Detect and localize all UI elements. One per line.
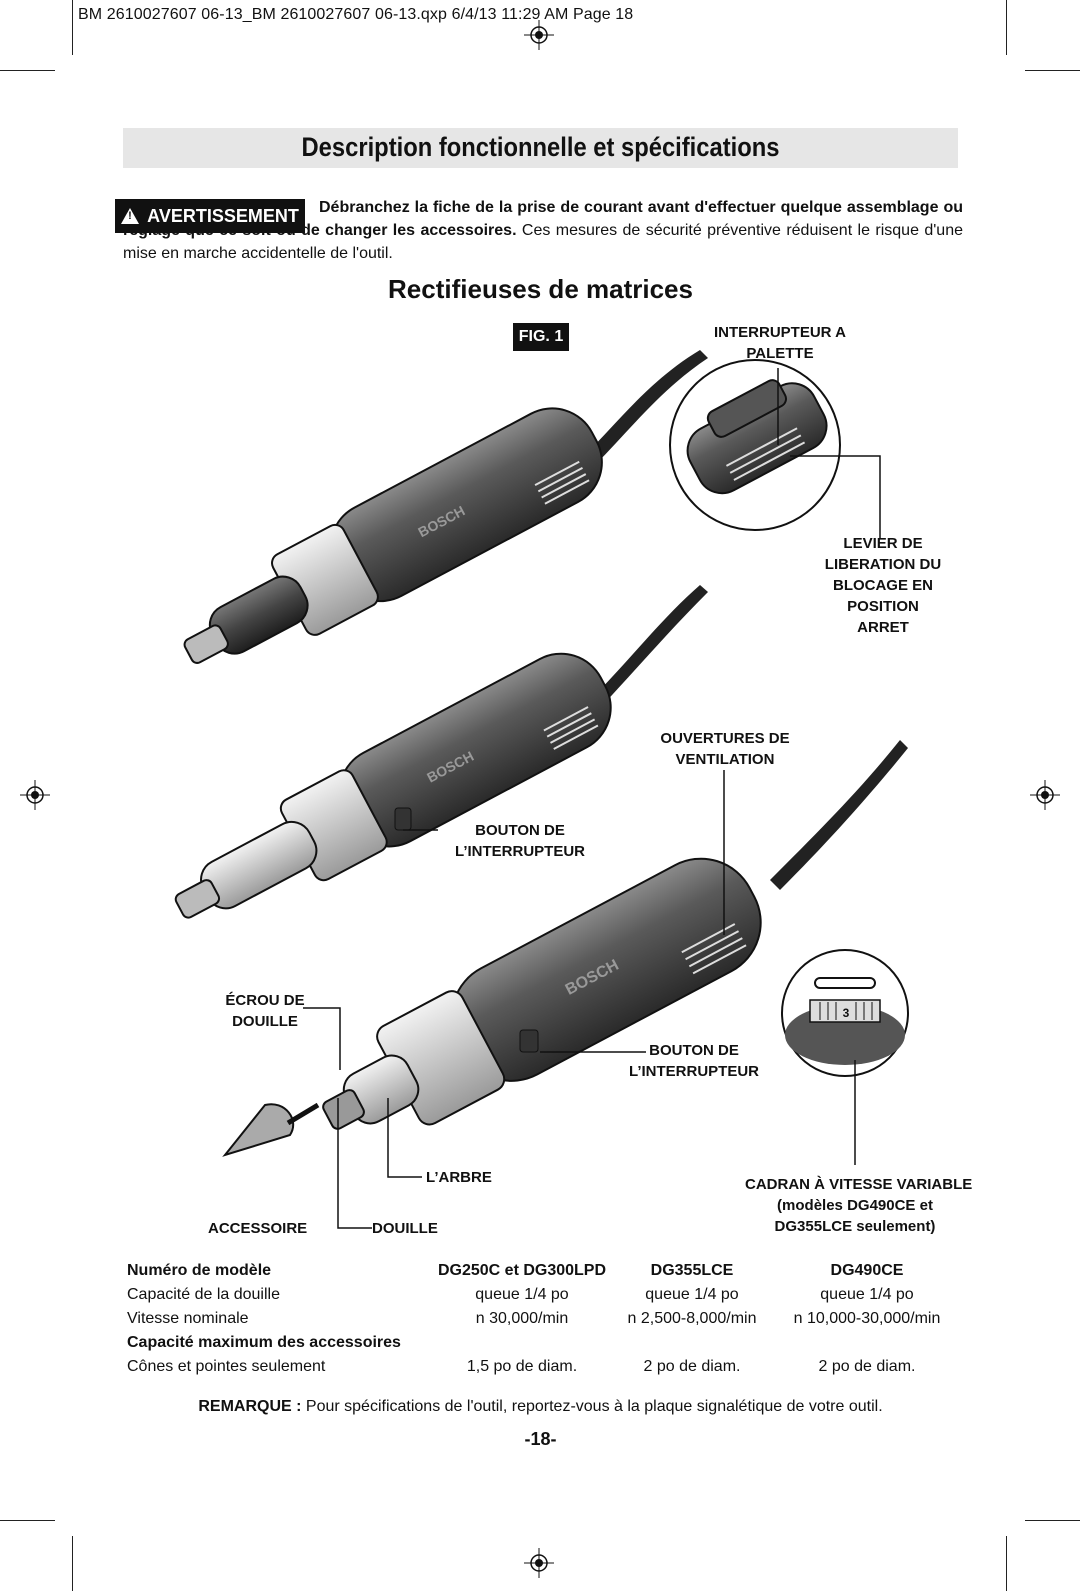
crop-mark xyxy=(0,1520,55,1521)
table-cell: 1,5 po de diam. xyxy=(466,1358,578,1375)
switch-button xyxy=(519,1029,539,1053)
table-cell: 2 po de diam. xyxy=(643,1358,741,1375)
table-row: Cônes et pointes seulement 1,5 po de dia… xyxy=(127,1358,962,1382)
label-line: DG355LCE seulement) xyxy=(774,1218,936,1235)
label-line: CADRAN À VITESSE VARIABLE xyxy=(745,1176,973,1193)
registration-mark-icon xyxy=(524,20,554,50)
table-cell: 2 po de diam. xyxy=(818,1358,916,1375)
crop-mark xyxy=(0,70,55,71)
crop-mark xyxy=(1006,0,1007,55)
registration-mark-icon xyxy=(20,780,50,810)
power-cord xyxy=(770,740,908,890)
page-title: Description fonctionnelle et spécificati… xyxy=(301,132,780,162)
label-paddle-switch: INTERRUPTEUR A PALETTE xyxy=(700,322,860,364)
warning-triangle-icon xyxy=(121,208,140,224)
registration-mark-icon xyxy=(524,1548,554,1578)
label-line: OUVERTURES DE xyxy=(660,730,790,747)
table-cell: queue 1/4 po xyxy=(475,1286,569,1303)
label-line: VENTILATION xyxy=(675,751,775,768)
table-cell: Capacité maximum des accessoires xyxy=(127,1334,401,1351)
section-subtitle: Rectifieuses de matrices xyxy=(388,274,693,304)
label-line: L’INTERRUPTEUR xyxy=(454,843,585,860)
warning-badge: AVERTISSEMENT xyxy=(115,199,305,233)
power-cord xyxy=(590,585,708,708)
label-line: (modèles DG490CE et xyxy=(777,1197,933,1214)
label-line: LIBERATION DU xyxy=(824,556,942,573)
label-line: BOUTON DE xyxy=(649,1042,739,1059)
callout-lines xyxy=(303,368,881,1229)
crop-mark xyxy=(72,0,73,55)
table-header-cell: DG490CE xyxy=(830,1262,904,1279)
figure-badge: FIG. 1 xyxy=(513,323,569,351)
table-row: Capacité de la douille queue 1/4 po queu… xyxy=(127,1286,962,1310)
title-band xyxy=(123,128,958,168)
table-cell: n 10,000-30,000/min xyxy=(793,1310,941,1327)
table-header-cell: DG355LCE xyxy=(650,1262,734,1279)
vent-slots xyxy=(543,706,599,750)
table-header-cell: DG250C et DG300LPD xyxy=(437,1262,607,1279)
label-line: LEVIER DE xyxy=(843,535,923,552)
label-line: INTERRUPTEUR A xyxy=(714,324,846,341)
label-switch-button-2: BOUTON DE L’INTERRUPTEUR xyxy=(614,1040,774,1082)
table-cell: Capacité de la douille xyxy=(127,1286,280,1303)
label-collet: DOUILLE xyxy=(372,1220,438,1237)
label-vents: OUVERTURES DE VENTILATION xyxy=(650,728,800,770)
table-row: Vitesse nominale n 30,000/min n 2,500-8,… xyxy=(127,1310,962,1334)
label-line: POSITION xyxy=(847,598,919,615)
label-switch-button-1: BOUTON DE L’INTERRUPTEUR xyxy=(440,820,600,862)
collet-nut xyxy=(322,1089,365,1130)
table-cell: n 2,500-8,000/min xyxy=(627,1310,757,1327)
vent-slots xyxy=(681,923,747,975)
crop-mark xyxy=(1006,1536,1007,1591)
table-cell: Cônes et pointes seulement xyxy=(127,1358,326,1375)
grinder-dg250c: BOSCH xyxy=(183,350,841,664)
label-accessory: ACCESSOIRE xyxy=(208,1220,308,1237)
warning-normal-text: Ces mesures de sécurité préventive rédui… xyxy=(123,222,964,262)
power-cord xyxy=(585,350,708,465)
grinder-dg300lpd: BOSCH xyxy=(174,585,708,919)
remark-note: REMARQUE : Pour spécifications de l'outi… xyxy=(123,1398,958,1416)
label-line: DOUILLE xyxy=(232,1013,298,1030)
label-line: ÉCROU DE xyxy=(225,992,305,1009)
label-line: PALETTE xyxy=(746,345,814,362)
print-slug: BM 2610027607 06-13_BM 2610027607 06-13.… xyxy=(78,6,634,23)
paddle-switch xyxy=(706,379,787,438)
page-number: -18- xyxy=(524,1429,557,1449)
label-lock-off-lever: LEVIER DE LIBERATION DU BLOCAGE EN POSIT… xyxy=(808,533,958,638)
remark-text: Pour spécifications de l'outil, reportez… xyxy=(301,1398,883,1415)
table-cell xyxy=(772,1334,962,1358)
table-header-cell: Numéro de modèle xyxy=(127,1262,272,1279)
table-cell xyxy=(432,1334,612,1358)
table-cell: Vitesse nominale xyxy=(127,1310,249,1327)
label-spindle: L’ARBRE xyxy=(426,1169,492,1186)
specifications-table: Numéro de modèle DG250C et DG300LPD DG35… xyxy=(127,1262,962,1382)
switch-button xyxy=(394,807,412,831)
label-line: BLOCAGE EN xyxy=(832,577,933,594)
grinder-dg490ce: BOSCH 3 xyxy=(322,740,909,1130)
table-cell: queue 1/4 po xyxy=(820,1286,914,1303)
label-speed-dial: CADRAN À VITESSE VARIABLE (modèles DG490… xyxy=(745,1174,973,1237)
table-cell xyxy=(612,1334,772,1358)
registration-mark-icon xyxy=(1030,780,1060,810)
label-line: L’INTERRUPTEUR xyxy=(628,1063,759,1080)
crop-mark xyxy=(1025,70,1080,71)
label-line: BOUTON DE xyxy=(475,822,565,839)
warning-badge-label: AVERTISSEMENT xyxy=(147,205,299,226)
collet-nut xyxy=(174,879,221,919)
label-line: ARRET xyxy=(857,619,909,636)
crop-mark xyxy=(1025,1520,1080,1521)
vent-slots xyxy=(534,460,590,505)
cone-accessory xyxy=(222,1102,320,1157)
remark-label: REMARQUE : xyxy=(198,1398,302,1415)
table-header-row: Numéro de modèle DG250C et DG300LPD DG35… xyxy=(127,1262,962,1286)
collet-nut xyxy=(183,624,229,664)
table-cell: queue 1/4 po xyxy=(645,1286,739,1303)
dial-value: 3 xyxy=(843,1006,850,1020)
table-cell: n 30,000/min xyxy=(475,1310,569,1327)
table-row: Capacité maximum des accessoires xyxy=(127,1334,962,1358)
crop-mark xyxy=(72,1536,73,1591)
label-collet-nut: ÉCROU DE DOUILLE xyxy=(225,990,305,1032)
